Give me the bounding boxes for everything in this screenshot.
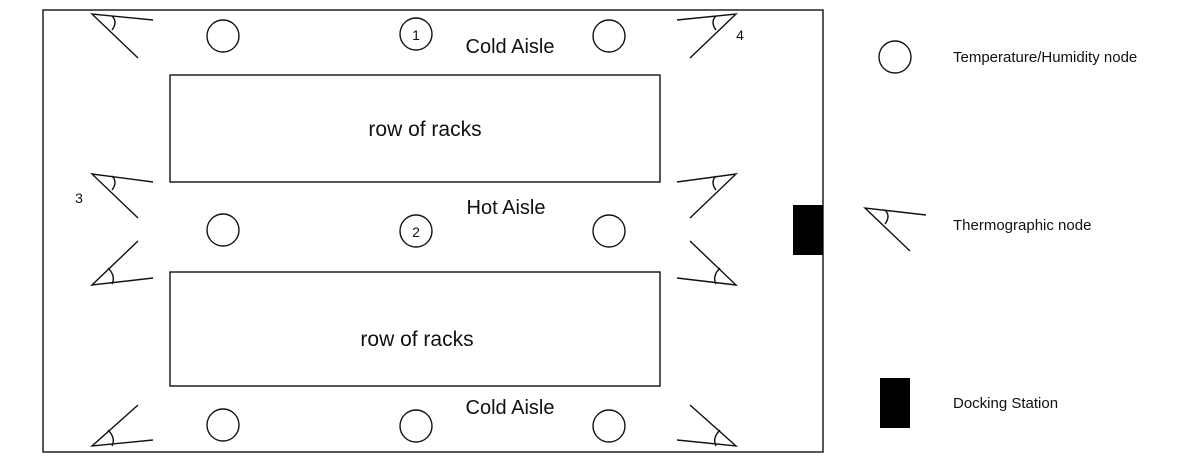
legend-docking-station-icon (880, 378, 910, 428)
thermographic-node-icon (676, 13, 738, 59)
temp-humidity-node-icon (399, 409, 433, 443)
temp-humidity-node-icon (399, 17, 433, 51)
legend-thermographic-icon (863, 207, 927, 252)
thermographic-node-icon (90, 13, 154, 59)
thermographic-node-icon (89, 173, 154, 219)
temp-humidity-node-icon (592, 19, 626, 53)
temp-humidity-node-icon (399, 214, 433, 248)
docking-station (793, 205, 823, 255)
thermographic-node-icon (90, 240, 154, 286)
thermographic-node-icon (89, 404, 154, 447)
rack-row-bottom (169, 271, 661, 387)
node-number-4: 4 (736, 27, 744, 43)
legend-temp-humidity-icon (878, 40, 912, 74)
rack-row-bottom-label: row of racks (360, 328, 473, 351)
thermographic-node-icon (676, 240, 738, 286)
legend-thermographic-label: Thermographic node (953, 217, 1091, 234)
node-number-2: 2 (412, 224, 420, 240)
legend-docking-station-label: Docking Station (953, 395, 1058, 412)
node-number-3: 3 (75, 190, 83, 206)
temp-humidity-node-icon (592, 409, 626, 443)
temp-humidity-node-icon (206, 19, 240, 53)
rack-row-top (169, 74, 661, 183)
temp-humidity-node-icon (206, 213, 240, 247)
temp-humidity-node-icon (592, 214, 626, 248)
thermographic-node-icon (676, 173, 739, 219)
hot-aisle-label: Hot Aisle (467, 197, 546, 219)
thermographic-node-icon (676, 404, 739, 447)
temp-humidity-node-icon (206, 408, 240, 442)
legend-temp-humidity-label: Temperature/Humidity node (953, 49, 1137, 66)
cold-aisle-bottom-label: Cold Aisle (466, 397, 555, 419)
rack-row-top-label: row of racks (368, 118, 481, 141)
legend: Temperature/Humidity node Thermographic … (863, 40, 1137, 428)
cold-aisle-top-label: Cold Aisle (466, 36, 555, 58)
node-number-1: 1 (412, 27, 420, 43)
